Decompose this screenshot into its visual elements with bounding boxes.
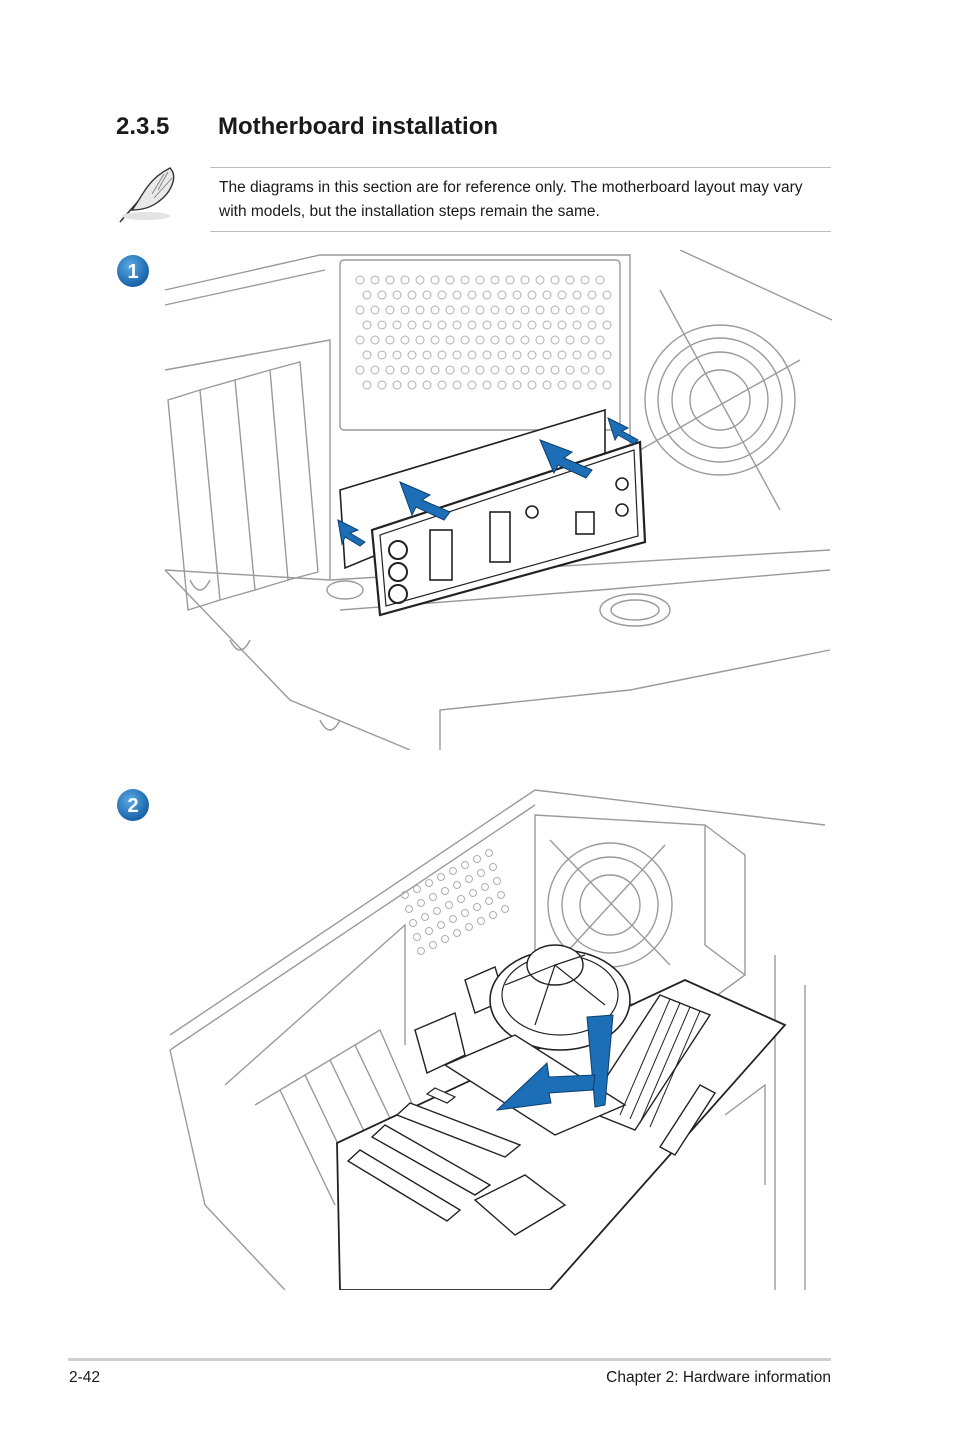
footer-rule xyxy=(68,1358,831,1361)
step-1-label: 1 xyxy=(127,261,138,283)
note-text: The diagrams in this section are for ref… xyxy=(219,179,803,220)
step-2-badge: 2 xyxy=(117,789,149,821)
footer-chapter: Chapter 2: Hardware information xyxy=(606,1369,831,1386)
section-number: 2.3.5 xyxy=(116,113,170,140)
io-shield-installation-diagram xyxy=(164,250,832,750)
section-heading: 2.3.5 Motherboard installation xyxy=(116,113,498,141)
section-title: Motherboard installation xyxy=(218,113,499,140)
step-2-label: 2 xyxy=(127,795,138,817)
io-shield xyxy=(370,440,647,617)
motherboard xyxy=(336,944,787,1290)
footer-page-number: 2-42 xyxy=(69,1369,101,1386)
feather-quill-icon xyxy=(119,167,175,223)
note-box: The diagrams in this section are for ref… xyxy=(210,167,831,232)
motherboard-placement-diagram xyxy=(169,789,826,1290)
step-1-badge: 1 xyxy=(117,255,149,287)
